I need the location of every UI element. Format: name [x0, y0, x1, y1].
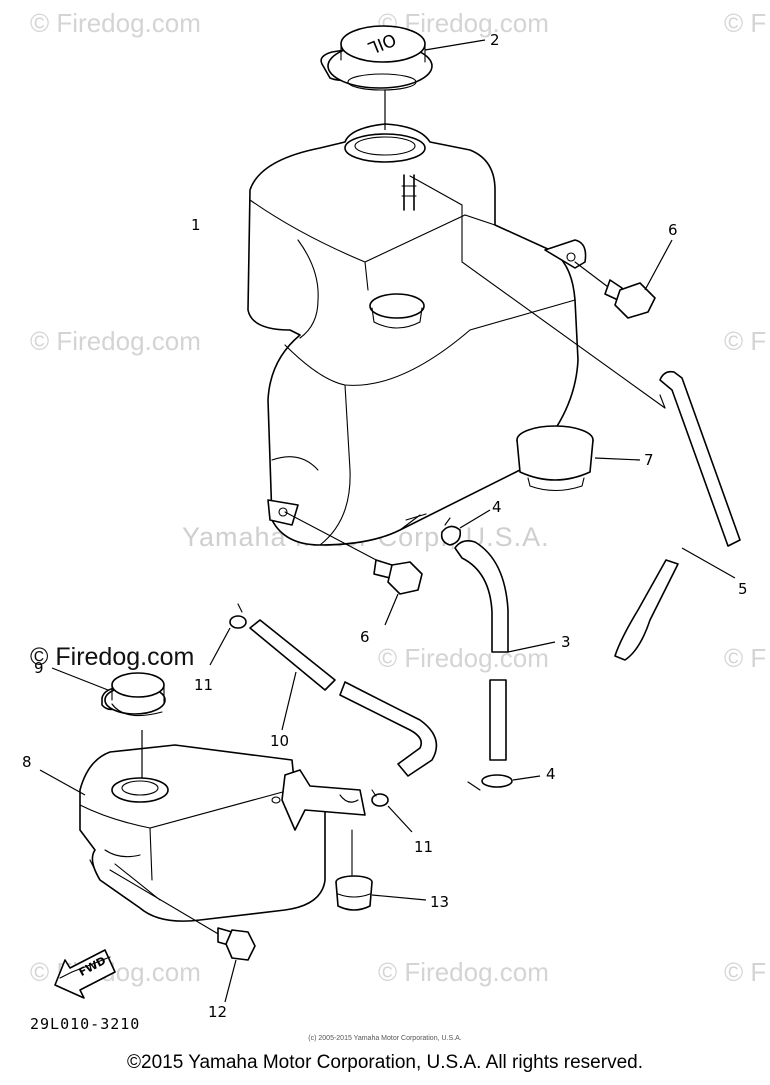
- grommet: [516, 425, 641, 492]
- watermark-site-edge: © F: [724, 326, 767, 356]
- callout-7: 7: [644, 451, 654, 469]
- callout-12: 12: [208, 1003, 228, 1021]
- callout-4: 4: [492, 498, 502, 516]
- sub-tank-cap: [51, 667, 166, 717]
- callout-9: 9: [34, 659, 44, 677]
- watermark-site: © Firedog.com: [378, 957, 549, 987]
- breather-hose: [614, 370, 741, 661]
- watermark-site: © Firedog.com: [378, 643, 549, 673]
- damper-grommet: [335, 829, 427, 911]
- hose-clip-11-upper: [209, 603, 247, 666]
- watermark-site-edge: © F: [724, 8, 767, 38]
- callout-2: 2: [490, 31, 500, 49]
- oil-tank-cap: [320, 25, 486, 130]
- feed-hose: [249, 619, 438, 777]
- callout-3: 3: [561, 633, 571, 651]
- small-copyright: (c) 2005-2015 Yamaha Motor Corporation, …: [308, 1035, 462, 1042]
- watermark-site-edge: © F: [724, 957, 767, 987]
- callout-6: 6: [360, 628, 370, 646]
- callout-13: 13: [430, 893, 450, 911]
- hose-clip-upper: [440, 509, 491, 546]
- callout-8: 8: [22, 753, 32, 771]
- hose-clip-lower: [467, 774, 541, 791]
- sub-oil-tank: [39, 730, 366, 922]
- watermark-site: © Firedog.com: [30, 326, 201, 356]
- callout-4: 4: [546, 765, 556, 783]
- diagram-code: 29L010-3210: [30, 1015, 141, 1033]
- callout-11: 11: [414, 838, 434, 856]
- callout-5: 5: [738, 580, 748, 598]
- bolt-upper: [574, 239, 673, 319]
- bolt-sub-tank: [109, 869, 256, 1003]
- oil-hose: [454, 540, 556, 761]
- hose-clip-11-lower: [371, 789, 413, 833]
- footer-copyright: ©2015 Yamaha Motor Corporation, U.S.A. A…: [127, 1052, 643, 1073]
- callout-11: 11: [194, 676, 214, 694]
- main-oil-tank: [247, 123, 587, 546]
- watermark-site-dark: © Firedog.com: [30, 643, 195, 671]
- callout-1: 1: [191, 216, 201, 234]
- callout-6: 6: [668, 221, 678, 239]
- bolt-lower: [284, 511, 423, 626]
- callout-10: 10: [270, 732, 290, 750]
- watermark-site: © Firedog.com: [30, 8, 201, 38]
- fwd-arrow: [54, 949, 116, 999]
- watermark-site-edge: © F: [724, 643, 767, 673]
